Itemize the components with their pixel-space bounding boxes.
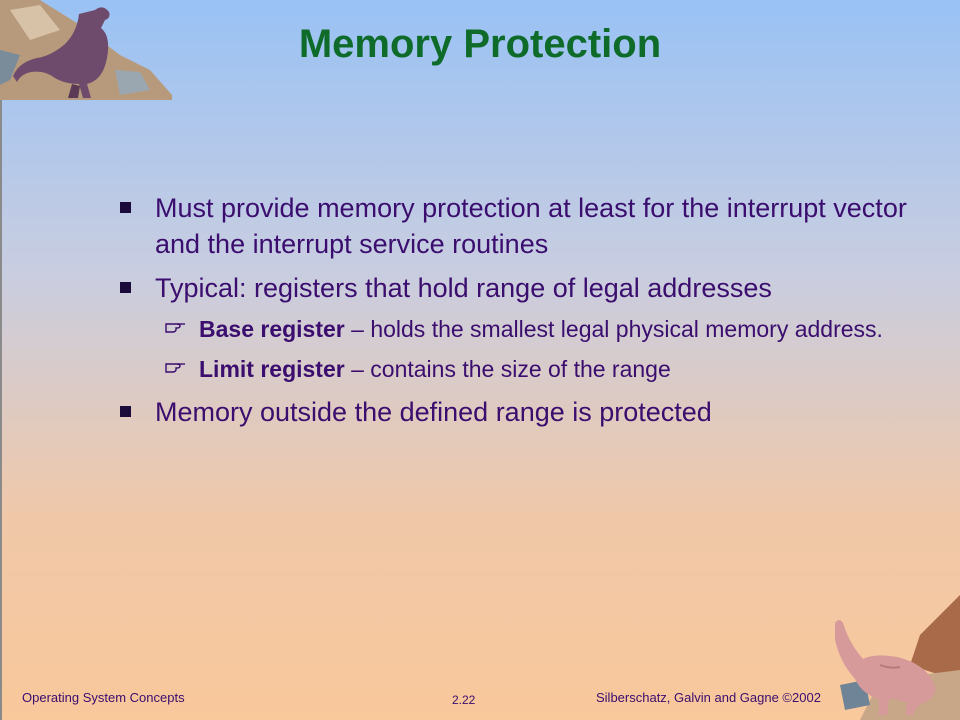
sub-bullet-text: Limit register – contains the size of th… <box>199 354 671 384</box>
bullet-text: Memory outside the defined range is prot… <box>155 397 712 427</box>
bullet-text: Typical: registers that hold range of le… <box>155 273 772 303</box>
bullet-item: Typical: registers that hold range of le… <box>120 270 920 306</box>
slide-title: Memory Protection <box>298 22 662 66</box>
slide-content: Must provide memory protection at least … <box>120 190 920 438</box>
term-base-register: Base register <box>199 316 345 342</box>
square-bullet-icon <box>120 202 131 213</box>
pointing-hand-icon <box>165 323 185 333</box>
pointing-hand-icon <box>165 363 185 373</box>
sub-bullet-text: Base register – holds the smallest legal… <box>199 314 883 344</box>
square-bullet-icon <box>120 406 131 417</box>
bullet-item: Must provide memory protection at least … <box>120 190 920 262</box>
sub-bullet-item: Limit register – contains the size of th… <box>165 354 920 384</box>
slide-border <box>0 0 2 720</box>
bullet-text: Must provide memory protection at least … <box>155 193 907 259</box>
footer-book-title: Operating System Concepts <box>22 690 185 705</box>
dinosaur-illustration-top <box>0 0 172 100</box>
footer-page-number: 2.22 <box>452 693 476 707</box>
description-base-register: – holds the smallest legal physical memo… <box>344 316 883 342</box>
footer-authors: Silberschatz, Galvin and Gagne ©2002 <box>596 690 821 705</box>
square-bullet-icon <box>120 282 131 293</box>
dinosaur-illustration-bottom <box>835 595 960 720</box>
term-limit-register: Limit register <box>199 356 345 382</box>
sub-bullet-item: Base register – holds the smallest legal… <box>165 314 920 344</box>
description-limit-register: – contains the size of the range <box>344 356 671 382</box>
bullet-item: Memory outside the defined range is prot… <box>120 394 920 430</box>
